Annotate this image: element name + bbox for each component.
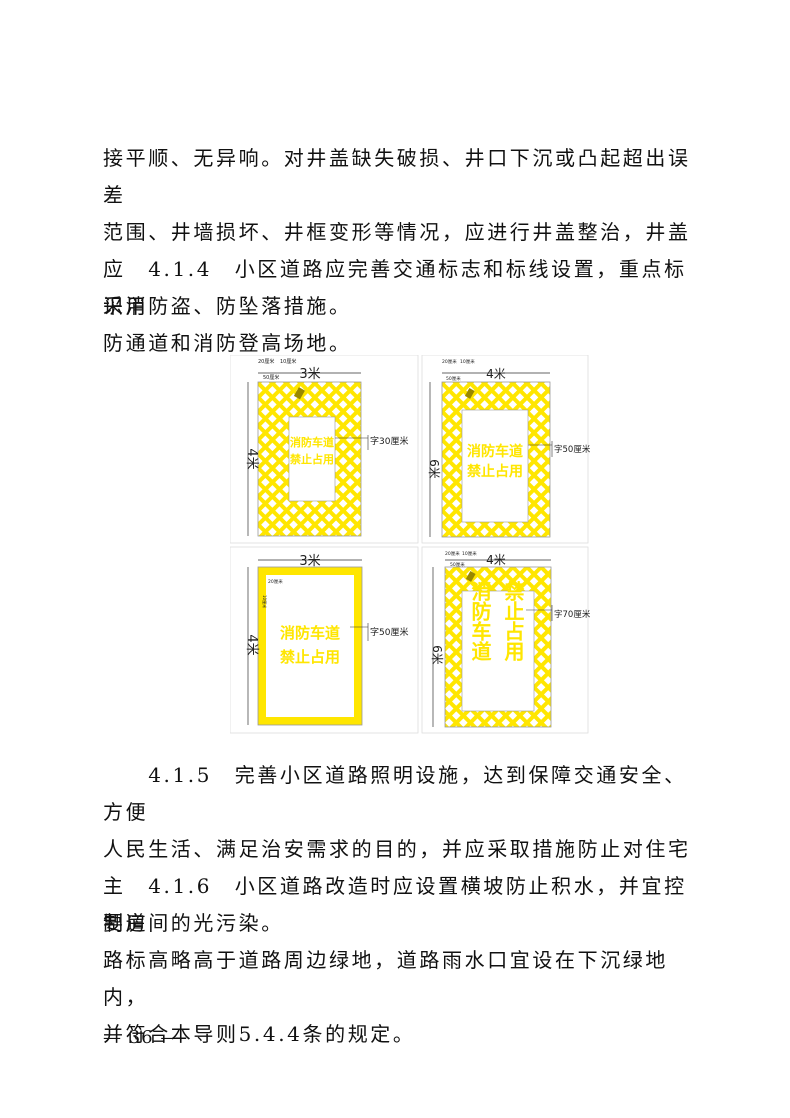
paragraph-1: 接平顺、无异响。对井盖缺失破损、井口下沉或凸起超出误差 范围、井墙损坏、井框变形… (103, 140, 693, 325)
width-dim-label: 3米 (299, 554, 320, 569)
text-line: 路标高略高于道路周边绿地，道路雨水口宜设在下沉绿地内， (103, 948, 668, 1009)
panel-4-lattice-sign: 20厘米 10厘米 50厘米 4米 6米 消防车道 禁止占用 字70厘米 (430, 550, 591, 728)
small-dim-label: 10厘米 (460, 358, 475, 365)
text-line: 要房间的光污染。 (103, 911, 284, 935)
text-line: 4.1.4 小区道路应完善交通标志和标线设置，重点标识消 (103, 257, 687, 318)
width-dim-label: 3米 (299, 367, 320, 382)
text-line: 人民生活、满足治安需求的目的，并应采取措施防止对住宅主 (103, 837, 691, 898)
sign-inner-area (266, 575, 354, 717)
char-size-label: 字70厘米 (554, 609, 590, 620)
sign-line-1: 消防车道 (280, 624, 340, 642)
sign-inner-area (288, 416, 336, 502)
small-dim-label: 20厘米 (258, 358, 274, 365)
small-dim-label: 50厘米 (446, 375, 461, 382)
sign-line-2: 禁止占用 (280, 648, 340, 666)
small-dim-label: 50厘米 (263, 374, 279, 381)
text-line: 4.1.5 完善小区道路照明设施，达到保障交通安全、方便 (103, 763, 687, 824)
text-line: 范围、井墙损坏、井框变形等情况，应进行井盖整治，井盖应 (103, 220, 691, 281)
char-size-label: 字30厘米 (370, 435, 408, 447)
detail-mark (293, 387, 305, 400)
panel-3-solid-sign: 20厘米 10厘米 3米 4米 消防车道 禁止占用 字50厘米 (244, 554, 408, 726)
panel-2-lattice-sign: 20厘米 10厘米 50厘米 4米 6米 消防车道 禁止占用 字50厘米 (427, 358, 591, 538)
paragraph-4-1-6: 4.1.6 小区道路改造时应设置横坡防止积水，并宜控制道 路标高略高于道路周边绿… (103, 868, 693, 1053)
page-number: — 36 — (103, 1027, 180, 1048)
small-dim-label: 20厘米 (268, 578, 283, 585)
char-size-label: 字50厘米 (370, 626, 408, 638)
height-dim-label: 6米 (427, 459, 441, 479)
height-dim-label: 6米 (430, 645, 444, 665)
width-dim-label: 4米 (486, 367, 506, 381)
text-line: 4.1.6 小区道路改造时应设置横坡防止积水，并宜控制道 (103, 874, 687, 935)
paragraph-4-1-5: 4.1.5 完善小区道路照明设施，达到保障交通安全、方便 人民生活、满足治安需求… (103, 757, 693, 942)
height-dim-label: 4米 (244, 634, 259, 655)
small-dim-label: 20厘米 (442, 358, 457, 365)
sign-inner-area (461, 590, 535, 712)
text-line: 接平顺、无异响。对井盖缺失破损、井口下沉或凸起超出误差 (103, 146, 691, 207)
text-line: 防通道和消防登高场地。 (103, 331, 352, 355)
sign-inner-area (461, 409, 529, 523)
paragraph-4-1-4: 4.1.4 小区道路应完善交通标志和标线设置，重点标识消 防通道和消防登高场地。 (103, 251, 693, 362)
panel-1-lattice-sign: 20厘米 10厘米 50厘米 3米 4米 消防车道 禁止占用 字30厘米 (244, 358, 408, 537)
sign-column-2: 禁止占用 (501, 581, 525, 662)
sign-line-1: 消防车道 (467, 443, 523, 460)
char-size-label: 字50厘米 (554, 444, 590, 455)
small-dim-label: 50厘米 (450, 561, 465, 568)
small-dim-label: 10厘米 (262, 595, 268, 608)
fire-lane-marking-figure: 20厘米 10厘米 50厘米 3米 4米 消防车道 禁止占用 字30厘米 20厘… (229, 354, 591, 735)
detail-mark (464, 388, 475, 399)
height-dim-label: 4米 (244, 448, 259, 469)
detail-mark (465, 571, 476, 582)
sign-line-1: 消防车道 (290, 435, 334, 449)
small-dim-label: 10厘米 (280, 358, 296, 365)
text-line: 采用防盗、防坠落措施。 (103, 294, 352, 318)
sign-line-2: 禁止占用 (467, 463, 523, 480)
small-dim-label: 10厘米 (462, 550, 477, 557)
sign-line-2: 禁止占用 (290, 452, 334, 466)
text-line: 并符合本导则5.4.4条的规定。 (103, 1022, 416, 1046)
width-dim-label: 4米 (486, 553, 506, 567)
fire-lane-diagram: 20厘米 10厘米 50厘米 3米 4米 消防车道 禁止占用 字30厘米 20厘… (229, 354, 591, 734)
sign-column-1: 消防车道 (468, 580, 492, 661)
small-dim-label: 20厘米 (445, 550, 460, 557)
